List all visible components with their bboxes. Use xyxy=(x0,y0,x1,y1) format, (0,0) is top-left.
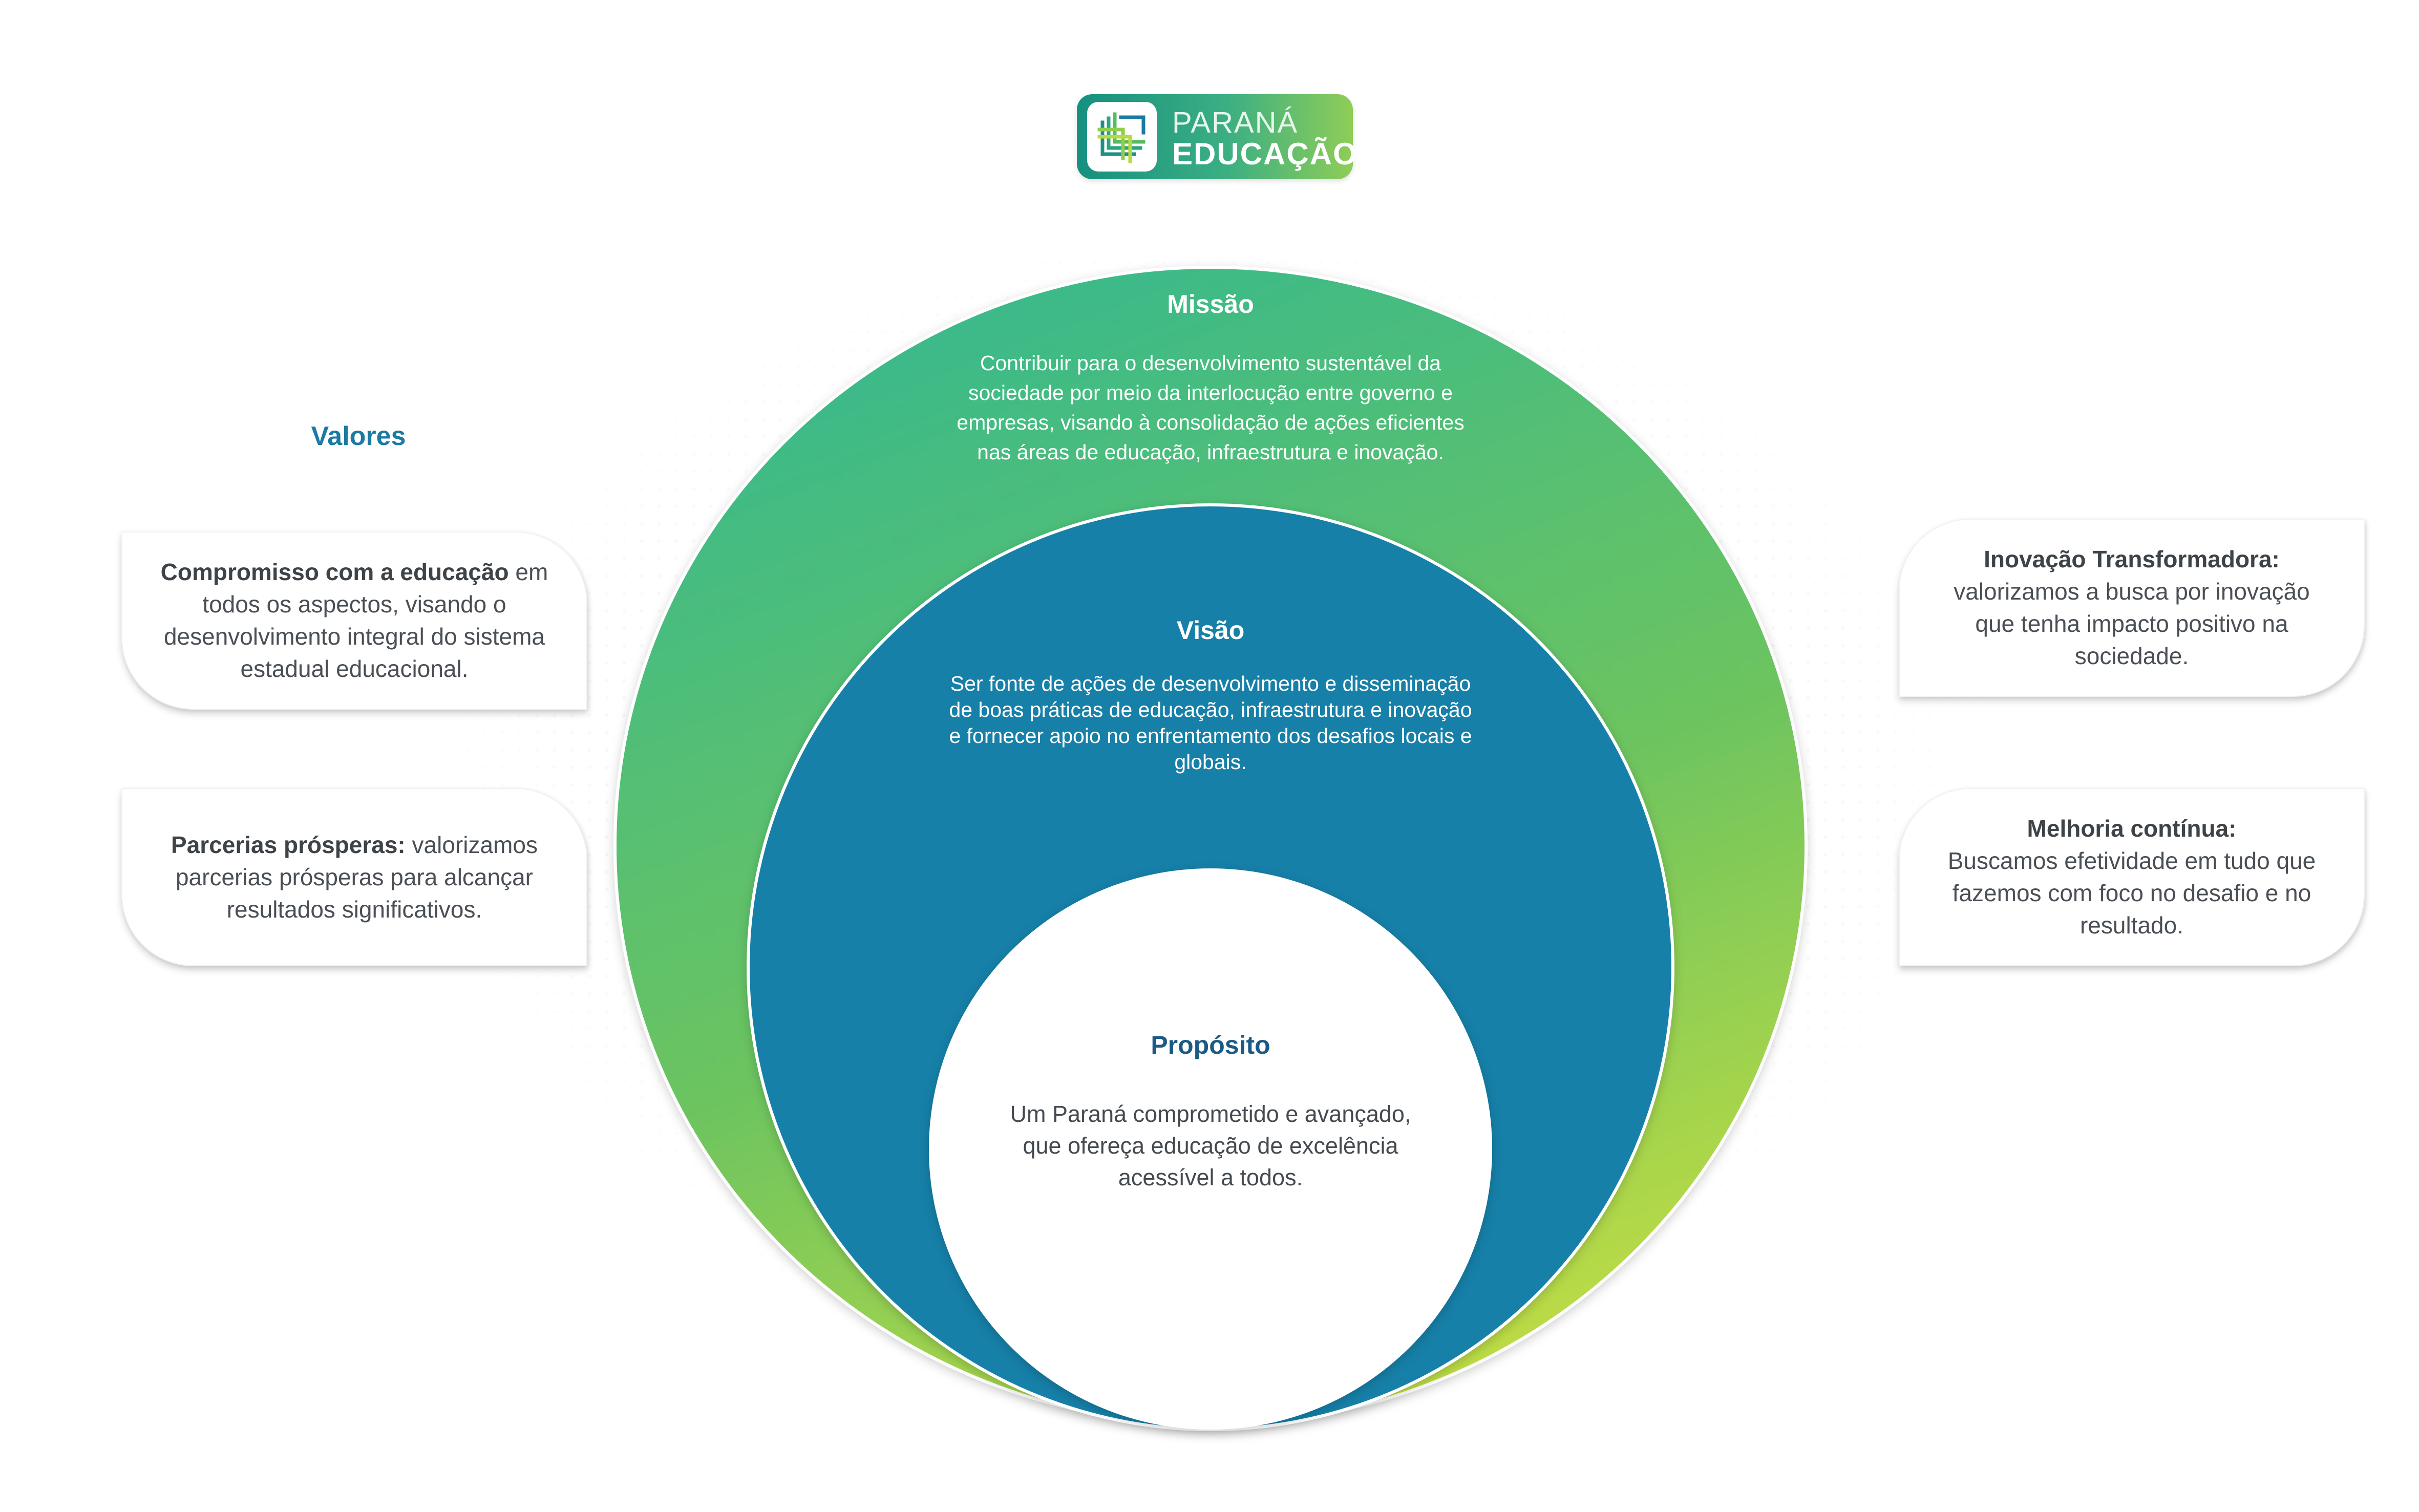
logo-text-educacao: EDUCAÇÃO xyxy=(1172,137,1358,171)
value-text: Parcerias prósperas: valorizamos parceri… xyxy=(151,829,558,926)
value-highlight: Compromisso com a educação xyxy=(160,559,509,585)
value-description: valorizamos parcerias prósperas para alc… xyxy=(175,831,538,923)
value-highlight: Melhoria contínua: xyxy=(2027,815,2237,842)
value-description: em todos os aspectos, visando o desenvol… xyxy=(163,559,548,682)
value-text: Compromisso com a educação em todos os a… xyxy=(140,556,569,685)
purpose-text: Um Paraná comprometido e avançado, que o… xyxy=(1010,1101,1411,1190)
value-card-melhoria: Melhoria contínua: Buscamos efetividade … xyxy=(1899,788,2365,966)
value-card-parcerias: Parcerias prósperas: valorizamos parceri… xyxy=(121,788,587,966)
parana-educacao-logo: PARANÁ EDUCAÇÃO xyxy=(1077,94,1357,179)
purpose-title: Propósito xyxy=(1151,1031,1270,1059)
value-highlight: Parcerias prósperas: xyxy=(171,831,406,858)
value-description: Buscamos efetividade em tudo que fazemos… xyxy=(1947,847,2316,939)
value-card-inovacao: Inovação Transformadora: valorizamos a b… xyxy=(1899,519,2365,697)
value-card-compromisso: Compromisso com a educação em todos os a… xyxy=(121,531,587,710)
vision-title: Visão xyxy=(1176,616,1245,645)
purpose-circle xyxy=(929,868,1492,1430)
mission-text: Contribuir para o desenvolvimento susten… xyxy=(957,351,1465,464)
parana-educacao-mark-icon xyxy=(1087,102,1157,172)
value-description: valorizamos a busca por inovação que ten… xyxy=(1954,578,2310,669)
vision-text: Ser fonte de ações de desenvolvimento e … xyxy=(949,672,1472,774)
value-highlight: Inovação Transformadora: xyxy=(1984,546,2280,572)
value-text: Inovação Transformadora: valorizamos a b… xyxy=(1933,543,2330,672)
mission-title: Missão xyxy=(1167,290,1254,318)
logo-text-parana: PARANÁ xyxy=(1172,106,1299,139)
value-text: Melhoria contínua: Buscamos efetividade … xyxy=(1927,813,2337,942)
values-title: Valores xyxy=(311,421,406,451)
